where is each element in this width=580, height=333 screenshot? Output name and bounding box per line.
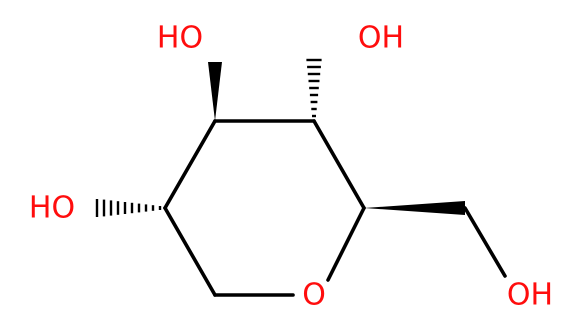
wedge-bond-c1-c6 — [364, 201, 465, 215]
bond-c4-c5 — [163, 206, 217, 297]
hashed-bond-c4-oh — [95, 199, 162, 217]
atom-label-ring-oxygen: O — [302, 278, 326, 313]
atom-label-oh-c4: HO — [29, 191, 75, 226]
bond-c3-c4 — [163, 119, 217, 210]
atom-label-oh-c3: HO — [157, 21, 203, 56]
bond-c6-oh — [463, 206, 507, 278]
bond-ring-oxygen-c1 — [326, 206, 366, 282]
wedge-bond-c3-oh — [208, 62, 222, 121]
bond-c2-c1 — [312, 119, 366, 210]
atom-label-oh-c6: OH — [507, 278, 553, 313]
atom-label-oh-c2: OH — [358, 21, 404, 56]
hashed-bond-c2-oh — [306, 58, 322, 118]
